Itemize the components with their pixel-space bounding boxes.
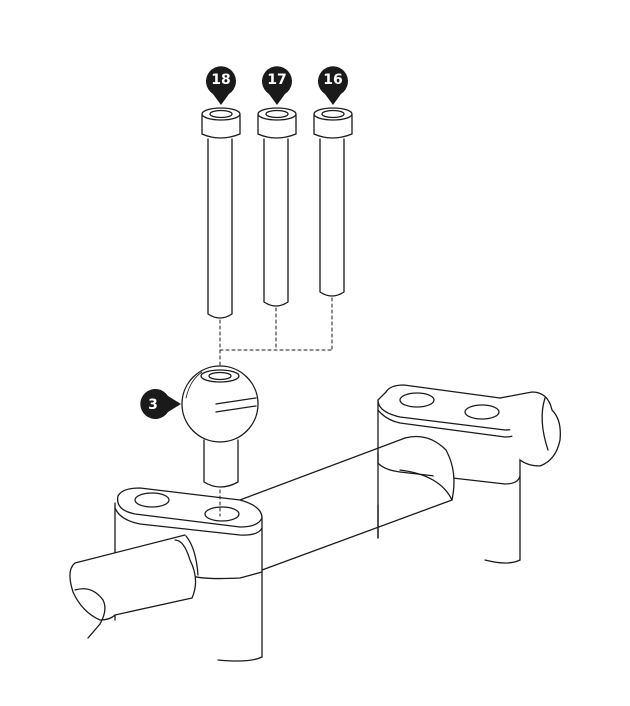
cap-screw-18: [201, 107, 241, 319]
ball-mount: [181, 365, 259, 488]
left-clamp-block: [69, 487, 263, 662]
cross-bar: [231, 435, 455, 571]
map-pin-callout-icon: [206, 66, 236, 105]
assembly-guide-lines: [219, 297, 333, 517]
callout-3: 3: [140, 389, 181, 419]
callout-label: 18: [211, 72, 230, 88]
map-pin-callout-icon: [318, 66, 349, 105]
right-clamp-block: [377, 384, 561, 564]
cap-screw-17: [257, 107, 297, 307]
callout-label: 16: [323, 72, 342, 88]
callout-18: 18: [206, 66, 236, 105]
callout-17: 17: [262, 66, 293, 105]
cap-screw-16: [313, 107, 353, 297]
circle-callout-icon: [140, 389, 181, 419]
clamp-bar-assembly: [69, 384, 561, 662]
callout-label: 17: [267, 72, 286, 88]
map-pin-callout-icon: [262, 66, 293, 105]
callout-label: 3: [148, 397, 158, 413]
callout-16: 16: [318, 66, 349, 105]
